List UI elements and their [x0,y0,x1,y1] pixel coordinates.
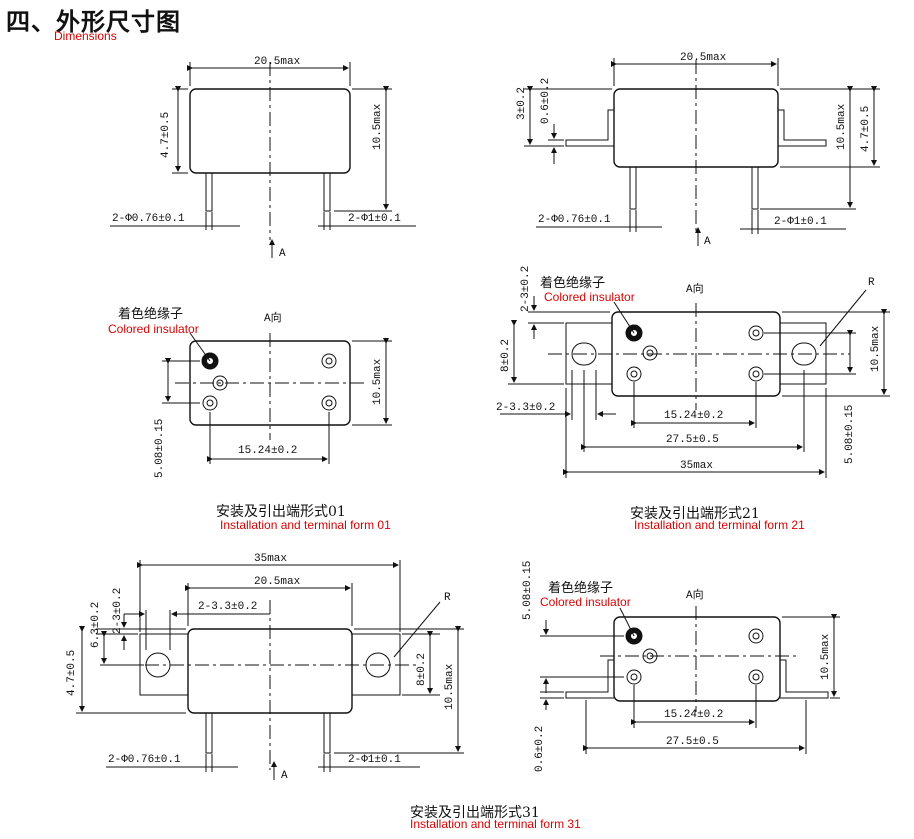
dim-height-form21: 4.7±0.5 [860,106,872,152]
dim-pin-dia-left-form01: 2-Φ0.76±0.1 [112,213,185,225]
side-view-form21 [524,58,880,246]
radius-label-form21: R [868,277,875,289]
dim-pin-dia-right-form21: 2-Φ1±0.1 [774,216,827,228]
bottom-view-form21 [500,289,890,478]
insulator-label-en-form01: Colored insulator [108,322,199,336]
radius-label-form31: R [444,592,451,604]
arrow-a-label-form31: A [281,770,288,782]
dim-width-form31: 20.5max [254,576,301,588]
dim-mount-pitch-form31: 27.5±0.5 [666,736,719,748]
dim-mount-pitch-form21: 27.5±0.5 [666,434,719,446]
dim-tab-offset-form21: 2-3±0.2 [520,266,532,312]
dim-width-form21: 20.5max [680,52,727,64]
page-title: 四、外形尺寸图 [6,7,181,36]
dim-pin-dia-right-form31: 2-Φ1±0.1 [348,754,401,766]
dim-overall-width-form31: 35max [254,553,287,565]
dim-pin-dia-left-form21: 2-Φ0.76±0.1 [538,214,611,226]
dim-width-form01: 20.5max [254,56,301,68]
dim-pitch-horiz-form31: 15.24±0.2 [664,709,723,721]
dim-total-height-form01: 10.5max [372,103,384,150]
dim-flange-pos-form31: 6.3±0.2 [90,602,102,648]
dim-pitch-vert-form31: 5.08±0.15 [522,561,534,620]
insulator-label-form21: 着色绝缘子 [540,276,606,291]
dim-tab-thick-form31: 0.6±0.2 [534,726,546,772]
insulator-label-en-form31: Colored insulator [540,595,631,609]
dim-total-height-form21: 10.5max [836,103,848,150]
dim-pitch-horiz-form21: 15.24±0.2 [664,410,723,422]
side-view-form31 [76,560,464,780]
dim-pitch-horiz-form01: 15.24±0.2 [238,445,297,457]
bottom-view-form01 [162,332,392,464]
caption-form31: 安装及引出端形式31 [410,805,540,821]
dim-flange-width-form31: 8±0.2 [416,653,428,686]
arrow-a-label-form21: A [704,236,711,248]
dim-total-height-form31: 10.5max [444,663,456,710]
insulator-label-form01: 着色绝缘子 [118,307,184,322]
view-a-label-form31: A向 [686,587,704,602]
insulator-label-en-form21: Colored insulator [544,290,635,304]
dim-flange-thick-form31: 2-3±0.2 [112,588,124,634]
dim-height-bottom-form21: 10.5max [870,325,882,372]
dim-pitch-vert-form21: 5.08±0.15 [844,405,856,464]
view-a-label-form21: A向 [686,281,704,296]
side-view-form01 [110,62,416,258]
caption-form01: 安装及引出端形式01 [216,504,346,520]
dim-height-form01: 4.7±0.5 [160,112,172,158]
caption-en-form01: Installation and terminal form 01 [220,518,391,532]
page-subtitle: Dimensions [54,29,117,43]
arrow-a-label-form01: A [279,248,286,260]
dim-pin-dia-left-form31: 2-Φ0.76±0.1 [108,754,181,766]
dim-height-bottom-form01: 10.5max [372,358,384,405]
dim-slot-dia-form31: 2-3.3±0.2 [198,601,257,613]
dim-pitch-vert-form01: 5.08±0.15 [154,419,166,478]
caption-form21: 安装及引出端形式21 [630,506,760,522]
dim-height-bottom-form31: 10.5max [820,633,832,680]
insulator-label-form31: 着色绝缘子 [548,581,614,596]
caption-en-form31: Installation and terminal form 31 [410,817,581,831]
dim-tab-thick-form21: 0.6±0.2 [540,78,552,124]
dim-height-form31: 4.7±0.5 [66,650,78,696]
caption-en-form21: Installation and terminal form 21 [634,518,805,532]
dim-tab-height-form21: 3±0.2 [516,87,528,120]
dim-tab-width-form21: 8±0.2 [500,339,512,372]
bottom-view-form31 [540,606,840,754]
dim-pin-dia-right-form01: 2-Φ1±0.1 [348,213,401,225]
dim-slot-dia-form21: 2-3.3±0.2 [496,402,555,414]
view-a-label-form01: A向 [264,310,282,325]
dim-overall-width-form21: 35max [680,460,713,472]
